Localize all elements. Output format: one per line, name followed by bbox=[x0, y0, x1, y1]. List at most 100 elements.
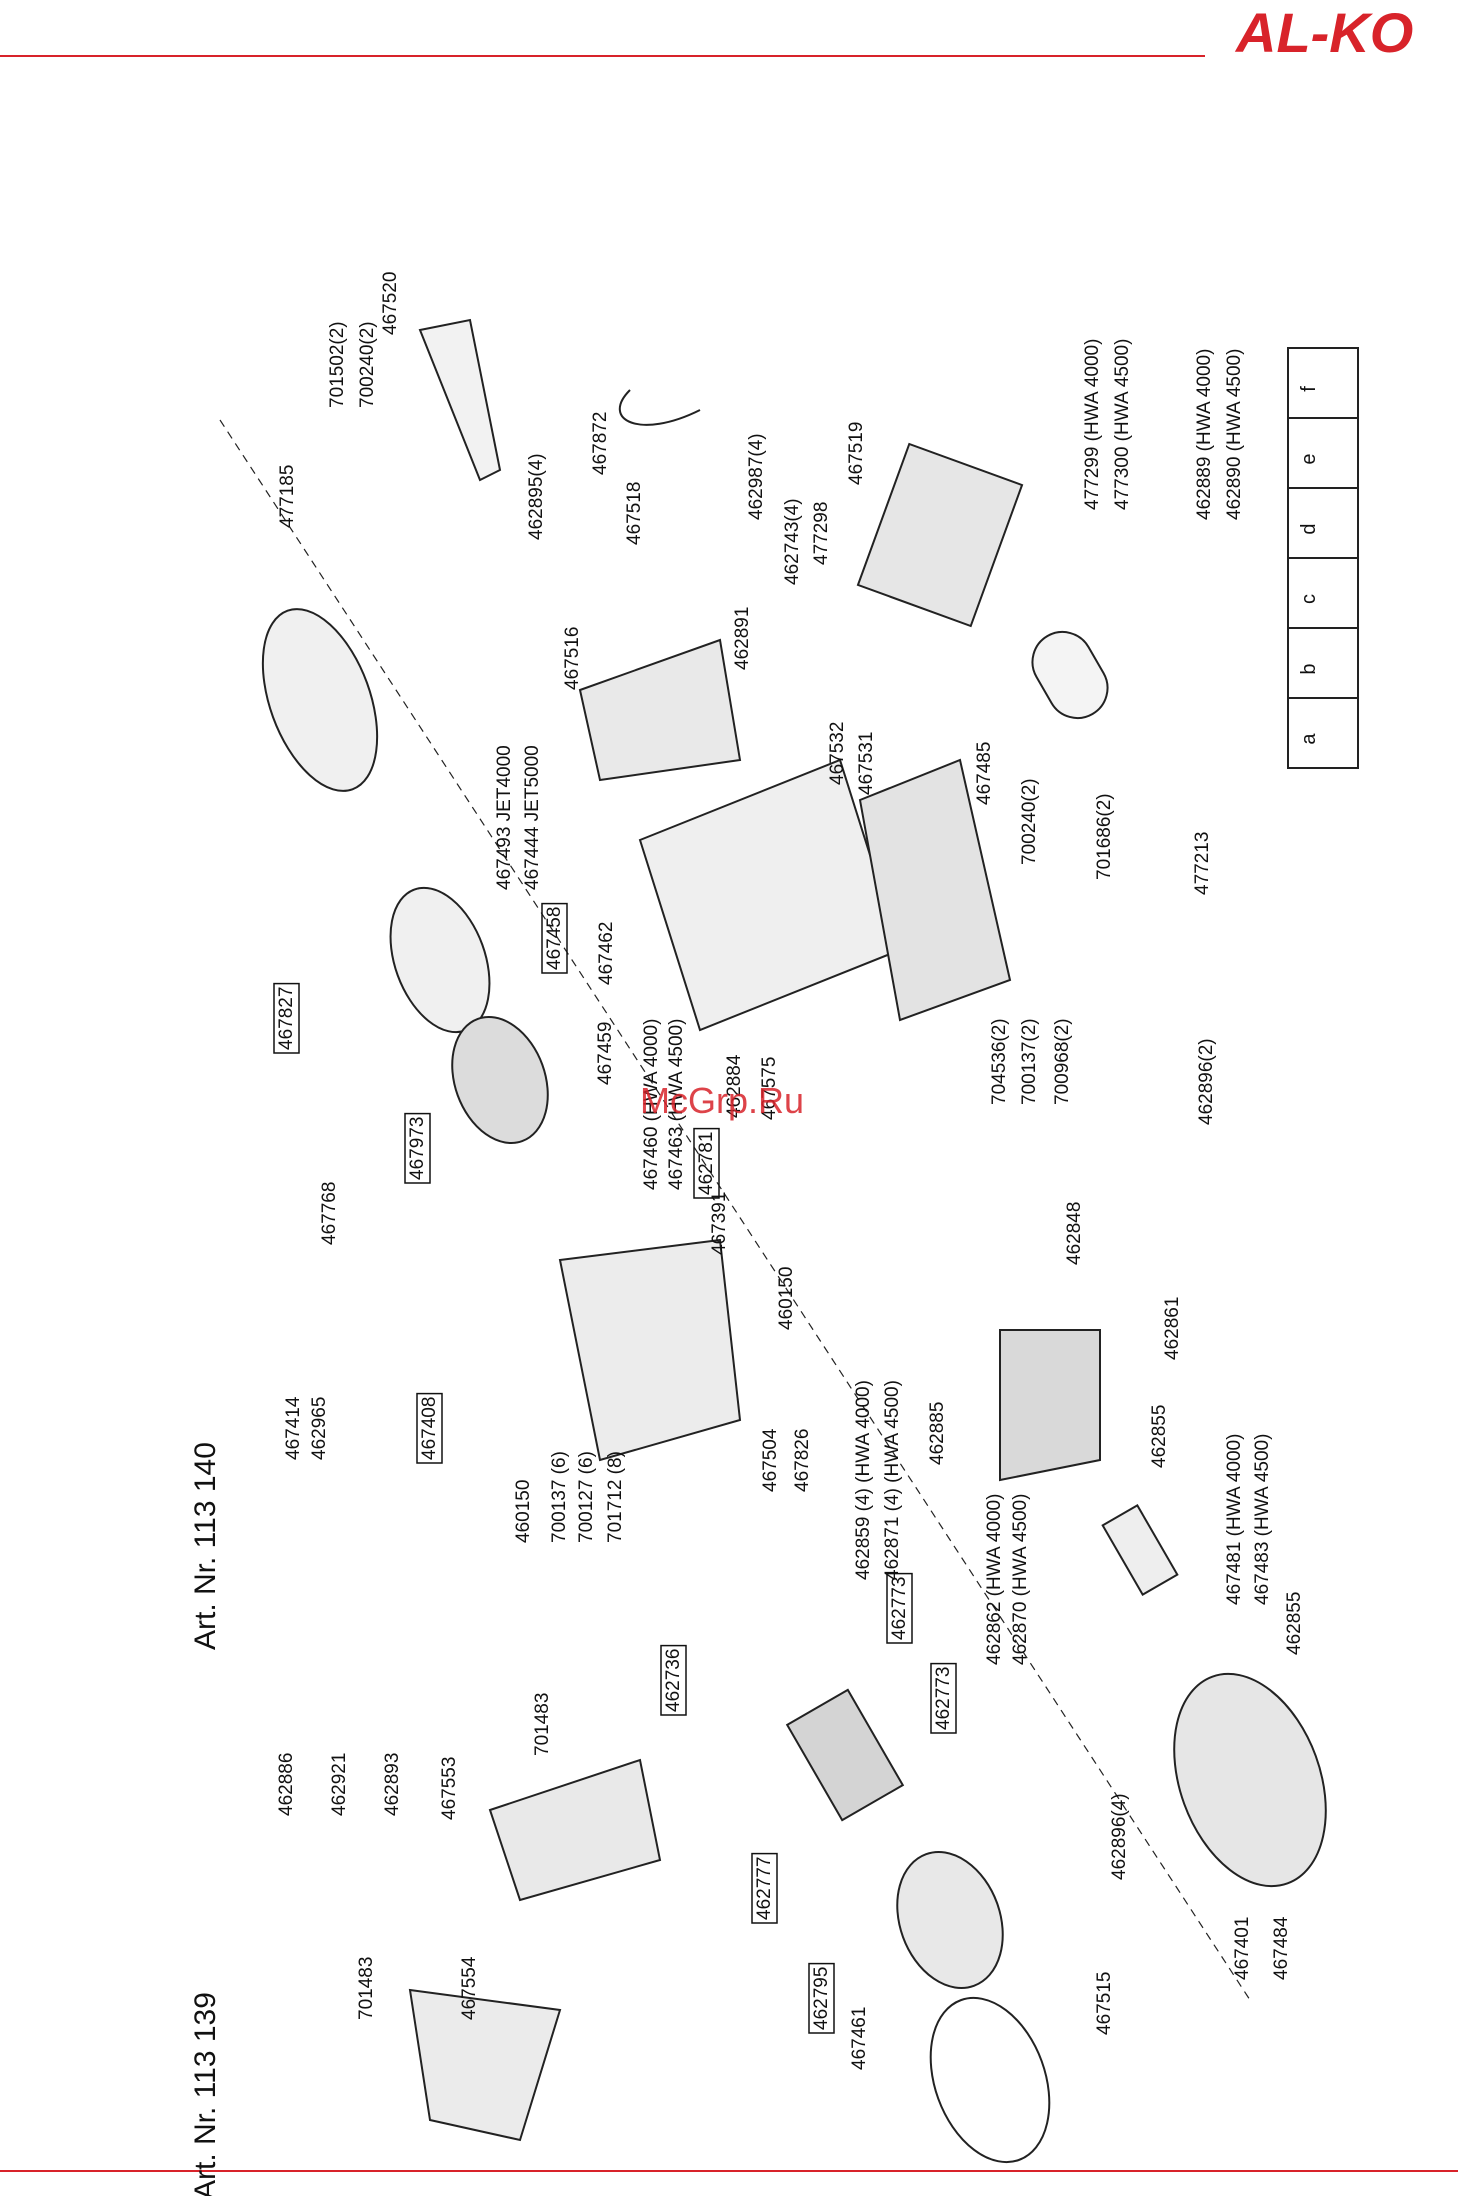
part-label: 462896(2) bbox=[1196, 1038, 1217, 1125]
watermark: McGrp.Ru bbox=[640, 1080, 805, 1121]
part-label: 477300 (HWA 4500) bbox=[1112, 339, 1133, 510]
part-box bbox=[930, 1662, 957, 1734]
legend-cell: c bbox=[1298, 594, 1320, 604]
part-label: 462773 bbox=[886, 1572, 913, 1644]
part-label: 467481 (HWA 4000) bbox=[1224, 1434, 1245, 1605]
part-box bbox=[416, 1392, 443, 1464]
part-number: 467768 bbox=[319, 1182, 340, 1245]
article-number-heading: Art. Nr. 113 139 bbox=[189, 1992, 222, 2196]
part-number: 467414 bbox=[283, 1396, 304, 1460]
part-number: 462795 bbox=[811, 1967, 832, 2030]
part-label: 701483 bbox=[356, 1957, 377, 2020]
part-number: 700240(2) bbox=[1019, 778, 1040, 865]
part-label: 467768 bbox=[319, 1182, 340, 1245]
legend-cell: f bbox=[1298, 386, 1320, 392]
part-number: 467481 (HWA 4000) bbox=[1224, 1434, 1245, 1605]
part-number: 467520 bbox=[380, 272, 401, 335]
part-label: 467518 bbox=[624, 482, 645, 545]
part-number: 477213 bbox=[1192, 832, 1213, 895]
part-label: 467458 bbox=[541, 902, 568, 974]
part-number: 462862 (HWA 4000) bbox=[984, 1494, 1005, 1665]
part-number: 467973 bbox=[407, 1117, 428, 1180]
part-label: 467408 bbox=[416, 1392, 443, 1464]
part-box bbox=[273, 982, 300, 1054]
logo-text: AL-KO bbox=[1234, 1, 1413, 64]
part-label: 467826 bbox=[792, 1429, 813, 1492]
legend-letter: a bbox=[1298, 733, 1320, 745]
part-number: 462743(4) bbox=[782, 498, 803, 585]
part-label: 460150 bbox=[513, 1480, 534, 1543]
part-number: 467532 bbox=[827, 722, 848, 785]
part-number: 467504 bbox=[760, 1428, 781, 1492]
part-number: 462885 bbox=[927, 1402, 948, 1465]
part-number: 477185 bbox=[277, 465, 298, 528]
part-label: 700968(2) bbox=[1052, 1018, 1073, 1105]
part-label: 467483 (HWA 4500) bbox=[1252, 1434, 1273, 1605]
part-box bbox=[693, 1127, 720, 1199]
part-number: 462896(2) bbox=[1196, 1038, 1217, 1125]
part-label: 701502(2) bbox=[327, 321, 348, 408]
part-label: 467460 (HWA 4000) bbox=[641, 1019, 662, 1190]
part-label: 701483 bbox=[532, 1693, 553, 1756]
part-number: 462773 bbox=[889, 1577, 910, 1640]
legend-cell: b bbox=[1298, 663, 1320, 674]
part-label: 477213 bbox=[1192, 832, 1213, 895]
part-number: 462871 (4) (HWA 4500) bbox=[882, 1380, 903, 1580]
part-number: 462889 (HWA 4000) bbox=[1194, 349, 1215, 520]
part-number: 467461 bbox=[849, 2007, 870, 2070]
part-number: 467575 bbox=[759, 1057, 780, 1120]
part-number: 700137 (6) bbox=[549, 1451, 570, 1543]
part-box bbox=[751, 1852, 778, 1924]
part-label: 462886 bbox=[276, 1753, 297, 1816]
part-label: 467872 bbox=[590, 412, 611, 475]
part-label: 700137 (6) bbox=[549, 1451, 570, 1543]
part-number: 462884 bbox=[724, 1054, 745, 1118]
part-number: 462870 (HWA 4500) bbox=[1010, 1494, 1031, 1665]
part-number: 462890 (HWA 4500) bbox=[1224, 349, 1245, 520]
legend-letter: b bbox=[1298, 663, 1320, 674]
legend-cell: e bbox=[1298, 453, 1320, 464]
part-box bbox=[886, 1572, 913, 1644]
part-label: 467519 bbox=[846, 422, 867, 485]
part-number: 462895(4) bbox=[526, 453, 547, 540]
part-label: 467462 bbox=[596, 922, 617, 985]
part-number: 701483 bbox=[532, 1693, 553, 1756]
legend-cell: a bbox=[1298, 733, 1320, 745]
part-number: 467518 bbox=[624, 482, 645, 545]
part-number: 467408 bbox=[419, 1397, 440, 1460]
part-number: 700968(2) bbox=[1052, 1018, 1073, 1105]
part-number: 467531 bbox=[856, 732, 877, 795]
part-label: 467461 bbox=[849, 2007, 870, 2070]
part-label: 467401 bbox=[1232, 1917, 1253, 1980]
part-number: 462891 bbox=[732, 607, 753, 670]
part-label: 462861 bbox=[1162, 1297, 1183, 1360]
part-number: 462965 bbox=[309, 1397, 330, 1460]
part-number: 467391 bbox=[709, 1192, 730, 1255]
part-number: 467462 bbox=[596, 922, 617, 985]
part-number: 462886 bbox=[276, 1753, 297, 1816]
legend-letter: f bbox=[1298, 386, 1320, 392]
part-number: 477299 (HWA 4000) bbox=[1082, 339, 1103, 510]
part-label: 462965 bbox=[309, 1397, 330, 1460]
part-number: 467493 JET4000 bbox=[494, 745, 515, 890]
part-label: 467575 bbox=[759, 1057, 780, 1120]
part-label: 467444 JET5000 bbox=[522, 745, 543, 890]
part-label: 700127 (6) bbox=[576, 1451, 597, 1543]
part-label: 462885 bbox=[927, 1402, 948, 1465]
part-number: 700137(2) bbox=[1019, 1018, 1040, 1105]
part-label: 467532 bbox=[827, 722, 848, 785]
part-label: 467827 bbox=[273, 982, 300, 1054]
part-label: 477185 bbox=[277, 465, 298, 528]
part-number: 462773 bbox=[933, 1667, 954, 1730]
part-number: 467827 bbox=[276, 987, 297, 1050]
part-label: 462855 bbox=[1284, 1592, 1305, 1655]
part-number: 467872 bbox=[590, 412, 611, 475]
part-label: 477298 bbox=[811, 502, 832, 565]
part-label: 701712 (8) bbox=[605, 1451, 626, 1543]
part-number: 462893 bbox=[382, 1753, 403, 1816]
article-number-heading: Art. Nr. 113 140 bbox=[189, 1442, 222, 1650]
alko-logo: AL-KO bbox=[1228, 0, 1458, 70]
part-label: 462859 (4) (HWA 4000) bbox=[853, 1380, 874, 1580]
part-label: 462777 bbox=[751, 1852, 778, 1924]
